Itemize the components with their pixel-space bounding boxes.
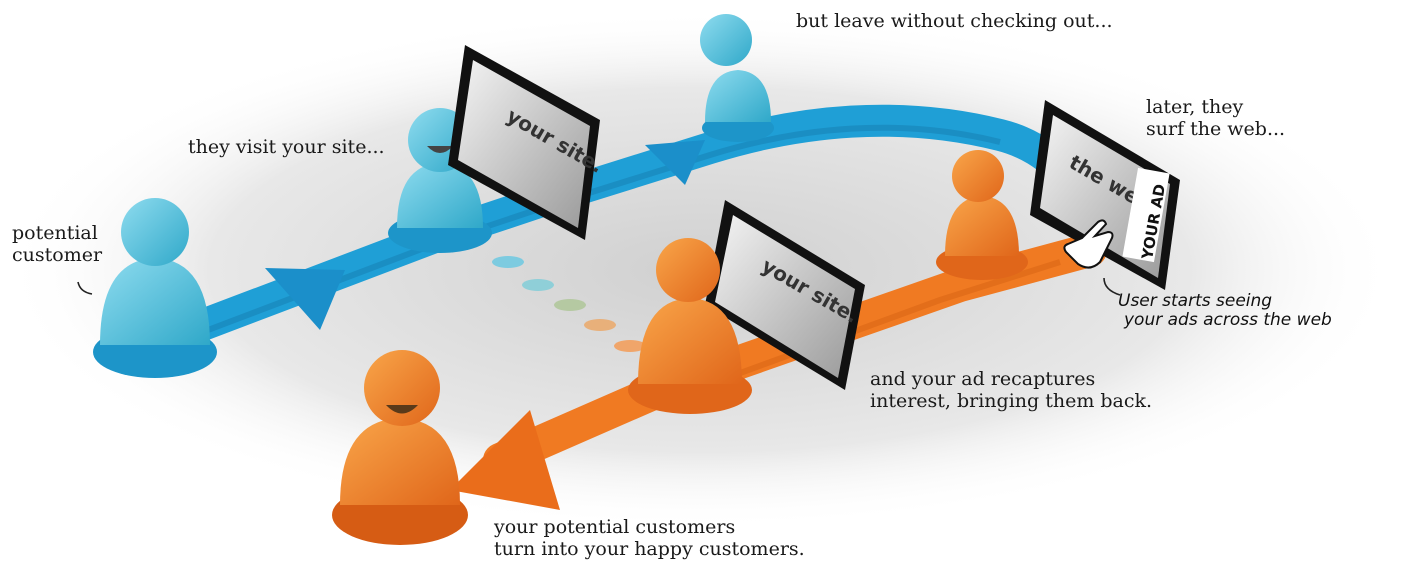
caption-happy-line-1: your potential customers — [494, 516, 736, 538]
caption-arrow-ads — [1103, 277, 1121, 296]
figure-leaving — [700, 14, 774, 142]
caption-surf-line-2: surf the web... — [1146, 118, 1286, 140]
figure-potential-customer — [93, 198, 217, 378]
figure-surfing — [936, 150, 1028, 280]
caption-potential-customer: potential customer — [12, 222, 102, 266]
caption-surf-line-1: later, they — [1146, 96, 1244, 118]
caption-visit: they visit your site... — [188, 136, 385, 158]
figure-happy-customer — [332, 350, 468, 545]
caption-leave: but leave without checking out... — [796, 10, 1113, 32]
figure-recaptured — [628, 238, 752, 414]
screen-your-site-top: your site. — [448, 45, 608, 240]
transition-dots — [492, 256, 646, 352]
orange-arrowhead — [450, 410, 560, 510]
caption-ads-line-2: your ads across the web — [1124, 310, 1332, 330]
caption-recapture-line-1: and your ad recaptures — [870, 368, 1096, 390]
caption-arrow-potential — [77, 281, 93, 295]
caption-ads-line-1: User starts seeing — [1118, 291, 1273, 311]
blue-arrow-2 — [645, 140, 705, 185]
caption-potential-line-2: customer — [12, 244, 103, 266]
caption-sees-ads: User starts seeing your ads across the w… — [1118, 292, 1332, 330]
caption-happy-line-2: turn into your happy customers. — [494, 538, 805, 560]
caption-potential-line-1: potential — [12, 222, 98, 244]
caption-happy: your potential customers turn into your … — [494, 516, 805, 560]
screen-the-web: the web. YOUR AD — [1030, 100, 1180, 290]
caption-recapture-line-2: interest, bringing them back. — [870, 390, 1153, 412]
pointer-hand-icon — [1063, 219, 1114, 269]
caption-surf: later, they surf the web... — [1146, 96, 1285, 140]
blue-arrow-1 — [265, 268, 345, 330]
caption-recapture: and your ad recaptures interest, bringin… — [870, 368, 1152, 412]
